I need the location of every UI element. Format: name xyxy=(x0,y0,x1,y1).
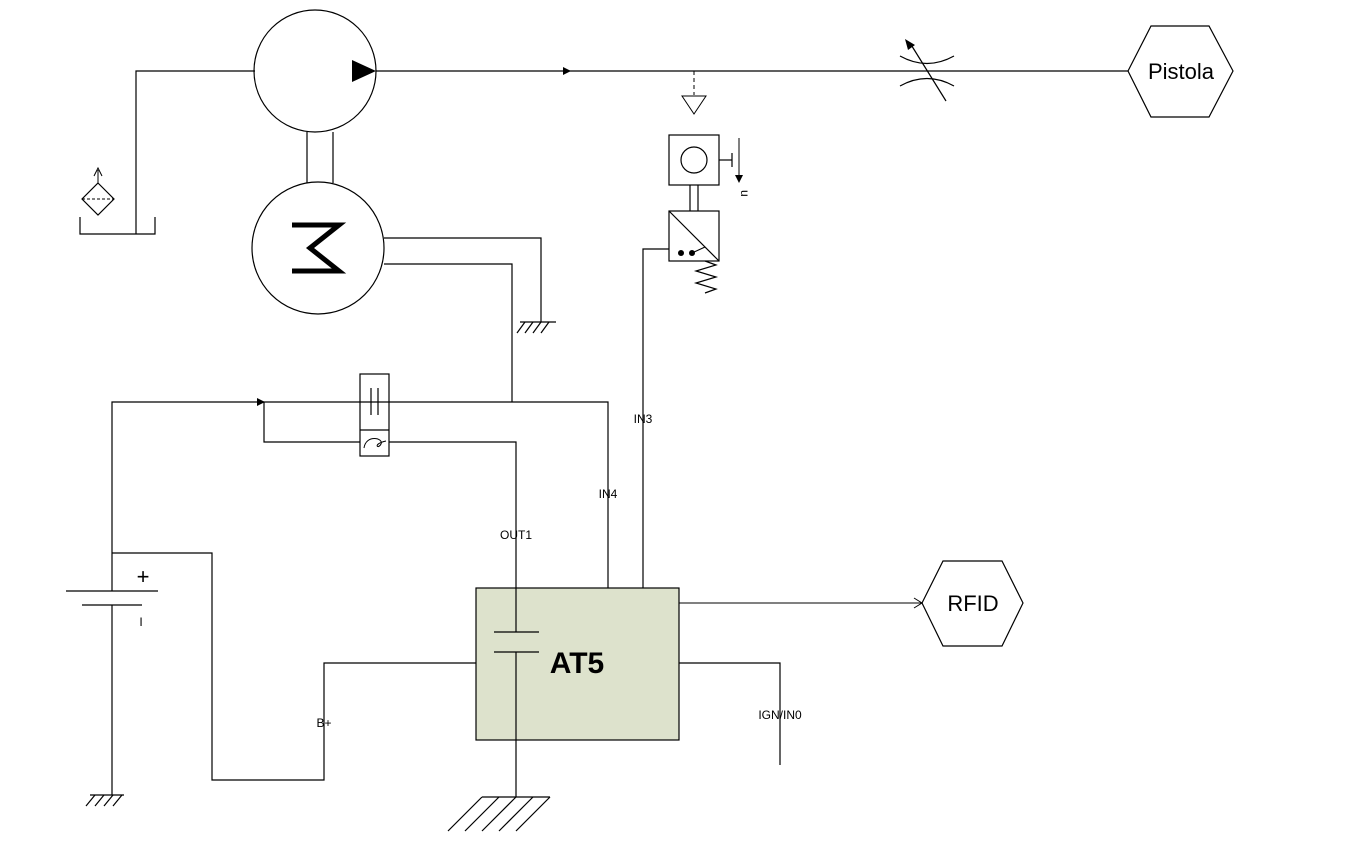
out1-label: OUT1 xyxy=(500,528,532,542)
suction-line xyxy=(135,70,255,234)
ign-in0-label: IGN/IN0 xyxy=(758,708,802,722)
pressure-switch-icon: u xyxy=(668,134,752,197)
battery-plus-label: + xyxy=(137,564,150,589)
b-plus-line xyxy=(112,552,476,781)
b-plus-label: B+ xyxy=(316,716,331,730)
pump-motor-coupling xyxy=(306,132,334,183)
pressure-contact-icon xyxy=(668,210,720,294)
motor-lead-relay xyxy=(384,263,513,402)
in4-label: IN4 xyxy=(599,487,618,501)
ground-icon xyxy=(516,321,556,334)
pistola-label: Pistola xyxy=(1148,59,1215,84)
rfid-hexagon: RFID xyxy=(921,560,1024,647)
relay-coil-return xyxy=(263,402,360,443)
at5-module: AT5 xyxy=(475,587,680,741)
adjustable-throttle-icon xyxy=(899,39,955,102)
tank-icon xyxy=(79,217,156,235)
pump-icon xyxy=(253,9,377,133)
pistola-hexagon: Pistola xyxy=(1127,25,1234,118)
motor-lead-ground xyxy=(384,237,542,322)
in3-line xyxy=(642,248,669,588)
sensor-letter: u xyxy=(738,190,752,197)
relay-icon xyxy=(359,373,390,457)
ign-line xyxy=(679,662,781,765)
battery-minus-label: I xyxy=(139,615,142,629)
battery-icon: + I xyxy=(66,553,158,795)
in3-label: IN3 xyxy=(634,412,653,426)
rfid-label: RFID xyxy=(947,591,998,616)
filter-icon xyxy=(81,166,115,216)
motor-icon xyxy=(251,181,385,315)
ground-icon xyxy=(85,794,124,807)
pilot-arrow-icon xyxy=(681,95,707,115)
ground-icon xyxy=(447,796,551,832)
out1-line xyxy=(389,441,517,588)
at5-label: AT5 xyxy=(550,647,604,680)
